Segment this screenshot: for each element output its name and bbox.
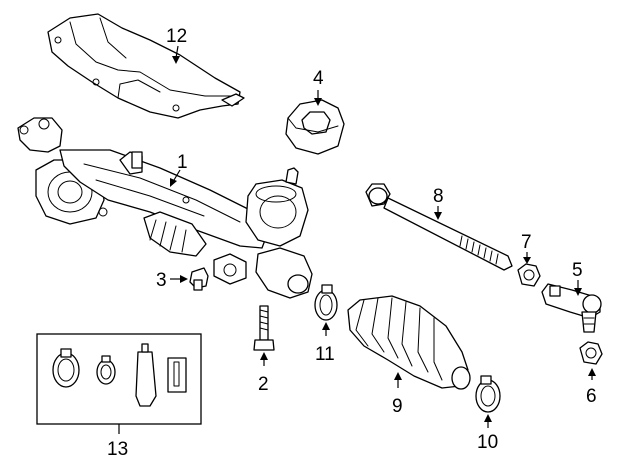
callout-12: 12	[166, 26, 187, 64]
callout-4-label: 4	[313, 68, 324, 89]
callout-2: 2	[258, 352, 269, 395]
callout-13-label: 13	[107, 439, 128, 460]
callout-4: 4	[313, 68, 324, 106]
bolt-3-drawing[interactable]	[189, 267, 209, 291]
heat-shield-drawing[interactable]	[47, 13, 245, 119]
callout-10-label: 10	[477, 432, 498, 453]
nut-7-drawing[interactable]	[517, 263, 541, 287]
callout-9-label: 9	[392, 396, 403, 417]
callout-9: 9	[392, 372, 403, 417]
callout-6-label: 6	[586, 386, 597, 407]
callout-2-label: 2	[258, 374, 269, 395]
callout-3: 3	[156, 270, 188, 291]
callout-1-label: 1	[177, 152, 188, 173]
bellows-boot-drawing[interactable]	[347, 295, 471, 390]
callout-1: 1	[170, 152, 188, 187]
boot-kit-drawing[interactable]	[36, 333, 202, 425]
callout-11-label: 11	[315, 344, 335, 365]
callout-10: 10	[477, 414, 498, 453]
callout-5: 5	[572, 260, 583, 296]
callout-12-label: 12	[166, 26, 187, 47]
inner-tie-rod-drawing[interactable]	[365, 183, 513, 271]
callout-7: 7	[521, 232, 532, 264]
callout-13: 13	[107, 424, 128, 460]
callout-8: 8	[433, 186, 444, 220]
callout-6: 6	[586, 368, 597, 407]
insulator-drawing[interactable]	[285, 99, 345, 155]
callout-11: 11	[315, 322, 335, 365]
clamp-10-drawing[interactable]	[475, 375, 501, 413]
callout-8-label: 8	[433, 186, 444, 207]
callout-5-label: 5	[572, 260, 583, 281]
bolt-2-drawing[interactable]	[253, 305, 275, 351]
callout-3-label: 3	[156, 270, 167, 291]
callout-7-label: 7	[521, 232, 532, 253]
nut-6-drawing[interactable]	[579, 341, 603, 365]
clamp-11-drawing[interactable]	[314, 284, 338, 321]
outer-tie-rod-end-drawing[interactable]	[541, 283, 602, 333]
steering-rack-assembly-drawing[interactable]	[17, 117, 313, 299]
